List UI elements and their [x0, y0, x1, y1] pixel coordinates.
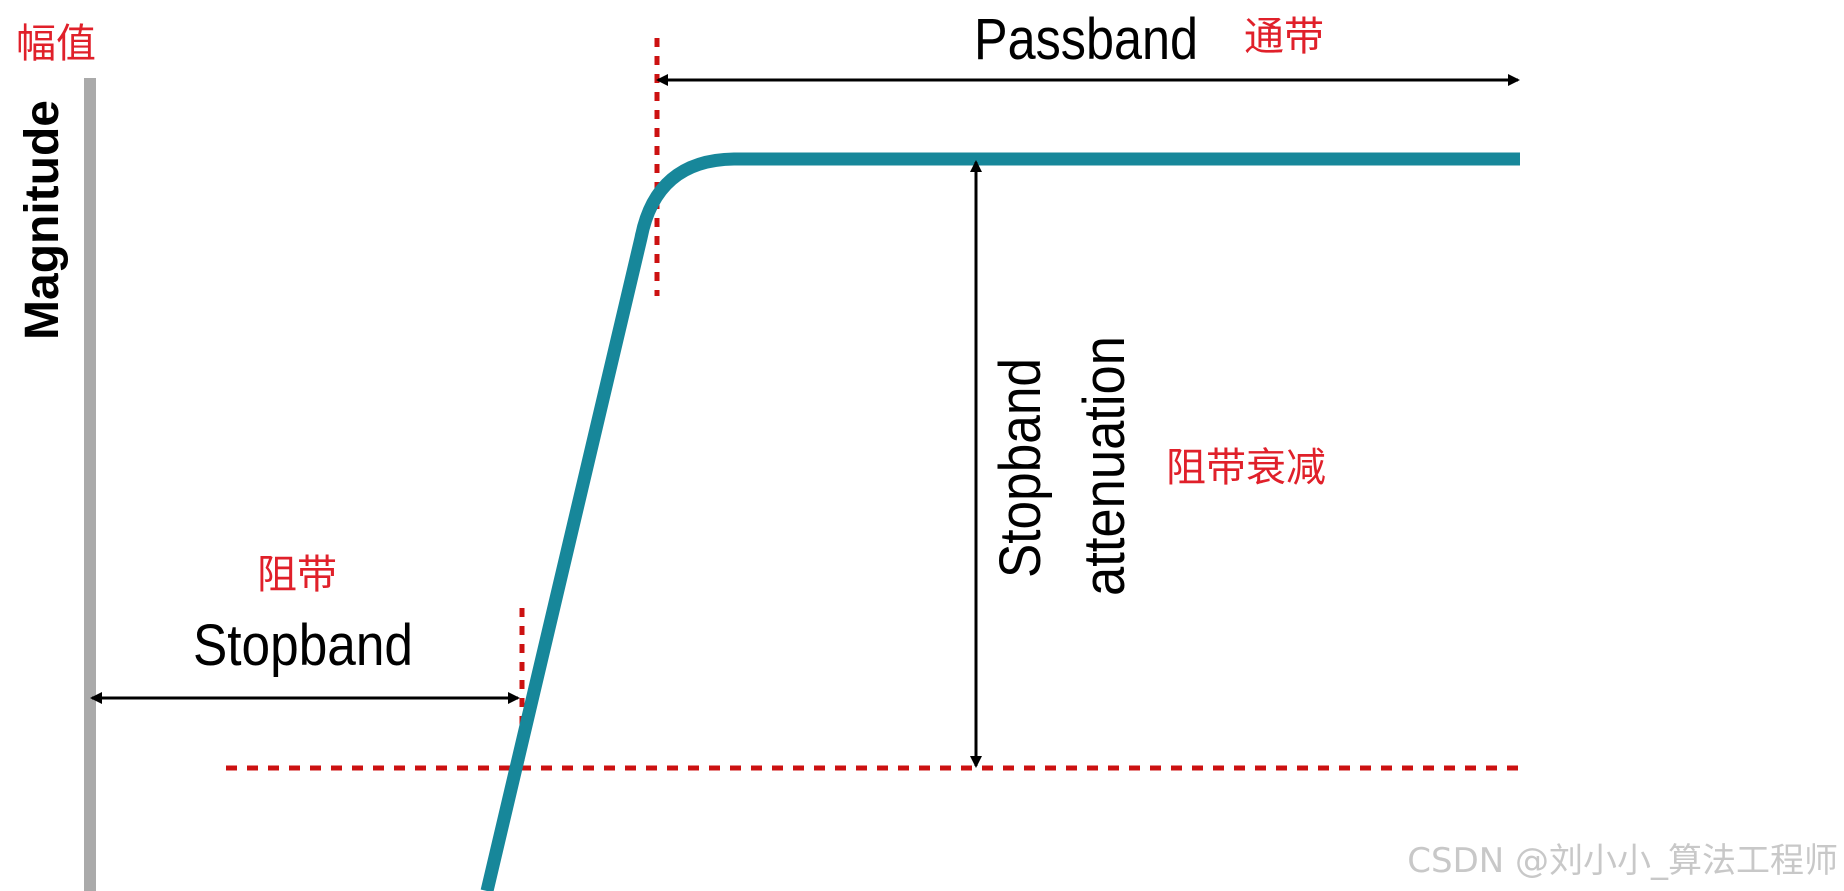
stopband-label-cn: 阻带 — [257, 552, 337, 598]
filter-response-curve — [480, 152, 1520, 891]
stopband-label: Stopband — [193, 613, 413, 678]
passband-label: Passband — [974, 7, 1198, 72]
attenuation-label-line2: attenuation — [1072, 336, 1137, 596]
magnitude-label-cn: 幅值 — [16, 21, 96, 67]
passband-label-cn: 通带 — [1244, 14, 1324, 60]
attenuation-label-line1: Stopband — [988, 358, 1053, 578]
watermark: CSDN @刘小小_算法工程师 — [1407, 841, 1838, 881]
magnitude-label: Magnitude — [16, 100, 69, 340]
attenuation-label-cn: 阻带衰减 — [1166, 445, 1326, 491]
